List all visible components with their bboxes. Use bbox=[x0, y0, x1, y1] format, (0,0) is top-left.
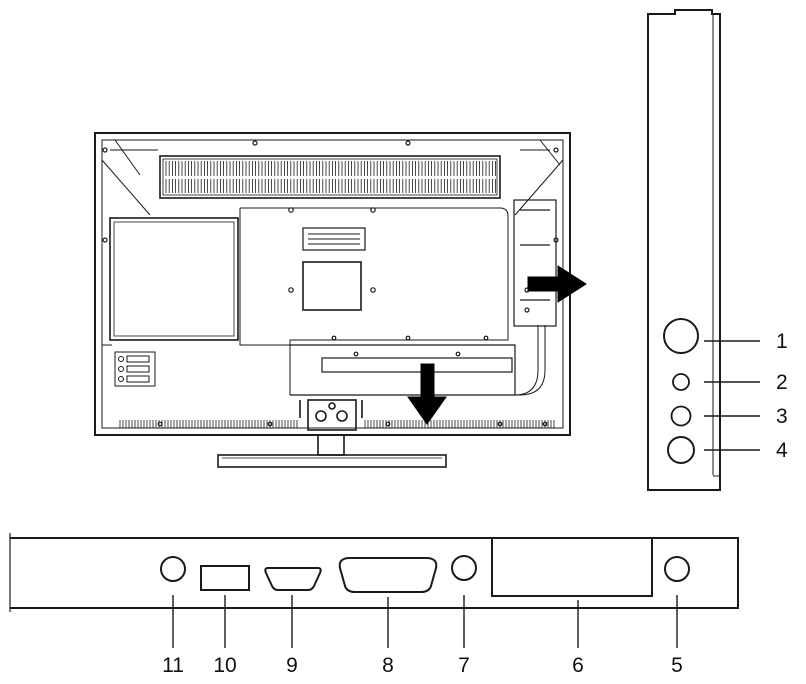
side-port-3 bbox=[670, 405, 692, 427]
bottom-leader-lines bbox=[172, 595, 678, 648]
side-leader-lines bbox=[704, 340, 760, 451]
bottom-panel-outline bbox=[10, 537, 739, 609]
bottom-port-5 bbox=[664, 556, 690, 582]
callout-8: 8 bbox=[382, 654, 394, 677]
rating-label bbox=[302, 227, 366, 251]
tv-stand bbox=[217, 399, 447, 468]
side-panel-outline bbox=[647, 9, 721, 491]
bottom-port-11 bbox=[160, 556, 186, 582]
callout-7: 7 bbox=[458, 654, 470, 677]
bottom-panel-view bbox=[9, 533, 739, 648]
tv-outer-frame bbox=[94, 132, 571, 436]
arrow-right bbox=[527, 265, 587, 303]
callout-5: 5 bbox=[671, 654, 683, 677]
callout-labels: 1 2 3 4 11 10 9 8 7 6 5 bbox=[162, 330, 788, 677]
bottom-port-7 bbox=[451, 555, 477, 581]
bottom-connector-box bbox=[290, 325, 546, 396]
bottom-port-10 bbox=[200, 565, 250, 591]
rear-side-connector-strip bbox=[513, 199, 557, 327]
left-panel bbox=[109, 217, 239, 341]
callout-10: 10 bbox=[213, 654, 236, 677]
callout-9: 9 bbox=[286, 654, 298, 677]
side-port-1 bbox=[663, 318, 699, 354]
arrow-down bbox=[407, 363, 447, 425]
bottom-port-6 bbox=[491, 537, 653, 597]
tv-bevel-lines bbox=[101, 139, 564, 346]
bottom-port-9 bbox=[264, 567, 322, 591]
vesa-square bbox=[302, 261, 362, 311]
callout-2: 2 bbox=[776, 371, 788, 394]
callout-11: 11 bbox=[162, 654, 184, 677]
side-port-4 bbox=[667, 436, 695, 464]
callout-1: 1 bbox=[776, 330, 788, 353]
bottom-port-8 bbox=[338, 557, 438, 593]
left-small-connectors bbox=[114, 351, 156, 387]
side-panel-edge bbox=[712, 14, 721, 490]
callout-3: 3 bbox=[776, 405, 788, 428]
side-panel-view bbox=[647, 9, 760, 491]
side-port-2 bbox=[672, 373, 690, 391]
center-body-outline bbox=[239, 207, 509, 395]
bottom-edge-vents bbox=[119, 420, 555, 428]
screws bbox=[102, 140, 559, 427]
top-vent-grille bbox=[159, 155, 501, 199]
left-panel-inner bbox=[113, 221, 235, 337]
tv-rear-view bbox=[94, 132, 587, 468]
callout-4: 4 bbox=[776, 439, 788, 462]
callout-6: 6 bbox=[572, 654, 584, 677]
